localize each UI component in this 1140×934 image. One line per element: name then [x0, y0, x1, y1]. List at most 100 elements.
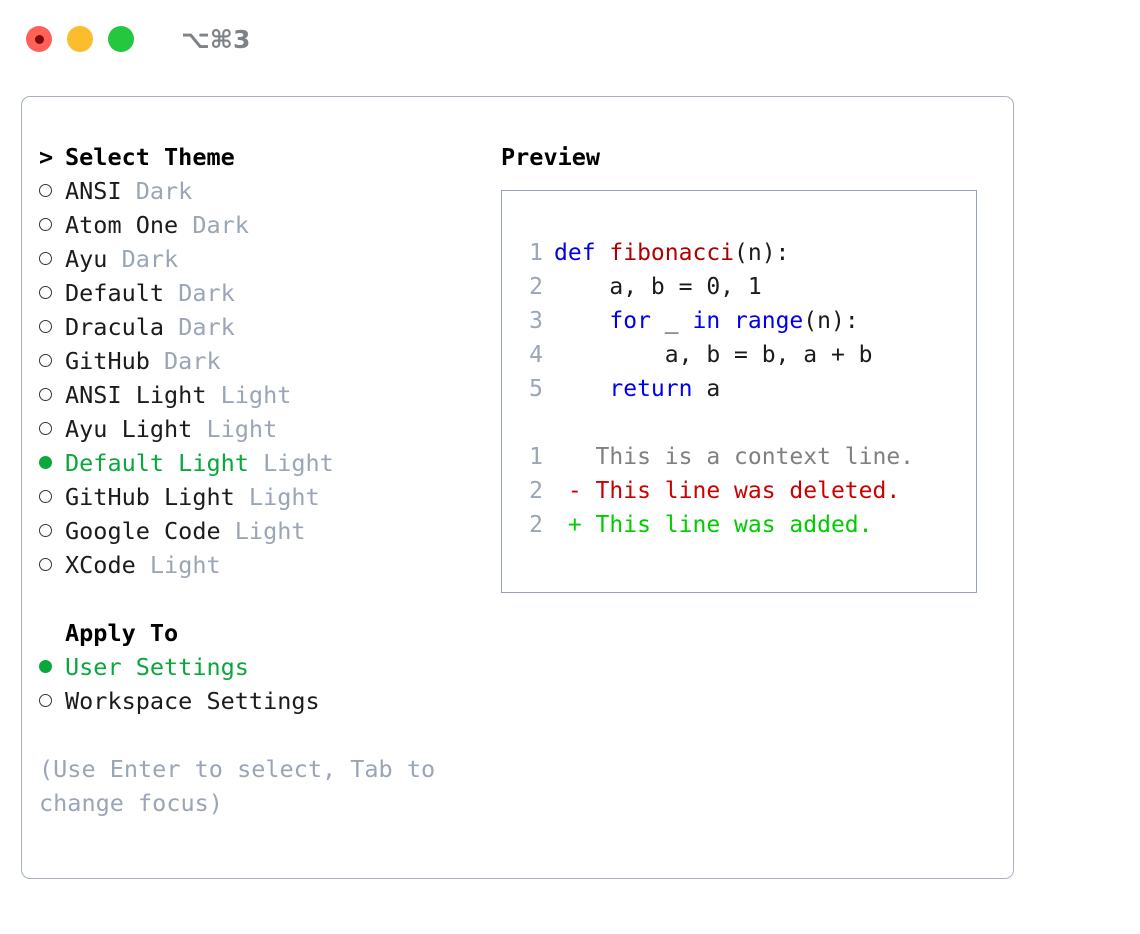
apply-to-header: Apply To [39, 616, 479, 650]
code-diff-gap [519, 406, 976, 440]
code-token-plain: _ [650, 308, 693, 334]
code-token-kw: def [554, 240, 610, 266]
radio-dot [39, 660, 52, 673]
radio-dot [39, 320, 52, 333]
theme-list-item[interactable]: ANSI Dark [39, 174, 479, 208]
radio-dot [39, 184, 52, 197]
code-token-plain [720, 308, 734, 334]
radio-dot [39, 218, 52, 231]
keyboard-shortcut-label: ⌥⌘3 [181, 24, 251, 54]
theme-list-item-label: ANSI Light [65, 381, 207, 409]
radio-unselected-icon [39, 514, 65, 548]
diff-sample: 1 This is a context line.2 - This line w… [519, 440, 976, 542]
code-token-plain: a [692, 376, 721, 402]
prompt-caret-icon: > [39, 143, 54, 171]
apply-to-item[interactable]: Workspace Settings [39, 684, 479, 718]
code-token-kw: in [692, 308, 721, 334]
theme-list-item-label: GitHub [65, 347, 150, 375]
radio-unselected-icon [39, 242, 65, 276]
line-number: 4 [529, 342, 543, 368]
code-token-ctx: This is a context line. [554, 444, 915, 470]
radio-unselected-icon [39, 548, 65, 582]
diff-line: 2 - This line was deleted. [519, 474, 976, 508]
theme-list-item[interactable]: Google Code Light [39, 514, 479, 548]
theme-list-item[interactable]: Ayu Dark [39, 242, 479, 276]
radio-selected-icon [39, 650, 65, 684]
radio-unselected-icon [39, 412, 65, 446]
radio-unselected-icon [39, 684, 65, 718]
theme-list-item-label: Default Light [65, 449, 249, 477]
theme-list-item-badge: Dark [121, 177, 193, 205]
line-number: 1 [529, 240, 543, 266]
radio-dot [39, 490, 52, 503]
theme-list-item-label: Ayu [65, 245, 108, 273]
close-button[interactable] [26, 26, 52, 52]
code-line: 4 a, b = b, a + b [519, 338, 976, 372]
theme-list-item-label: Atom One [65, 211, 179, 239]
radio-unselected-icon [39, 208, 65, 242]
theme-list-item[interactable]: ANSI Light Light [39, 378, 479, 412]
code-token-kw: range [734, 308, 804, 334]
theme-list-item-label: XCode [65, 551, 136, 579]
apply-to-item[interactable]: User Settings [39, 650, 479, 684]
keyboard-hint-text: (Use Enter to select, Tab to change focu… [39, 755, 436, 817]
theme-list-item-badge: Dark [164, 313, 235, 341]
theme-list-item[interactable]: Default Dark [39, 276, 479, 310]
line-number: 1 [529, 444, 543, 470]
list-spacer [39, 582, 479, 616]
radio-dot [39, 422, 52, 435]
theme-list-item-badge: Dark [178, 211, 249, 239]
code-token-plain: (n): [734, 240, 790, 266]
theme-list-item-badge: Light [135, 551, 221, 579]
maximize-button[interactable] [108, 26, 134, 52]
theme-list-item[interactable]: Ayu Light Light [39, 412, 479, 446]
theme-list-header: > Select Theme [39, 140, 479, 174]
diff-line: 1 This is a context line. [519, 440, 976, 474]
code-token-plain: a, b = b, a + b [554, 342, 873, 368]
radio-dot [39, 456, 52, 469]
apply-to-header-label: Apply To [65, 619, 179, 647]
minimize-button[interactable] [67, 26, 93, 52]
code-token-plain [554, 308, 609, 334]
window-title-bar: ⌥⌘3 [0, 0, 1140, 78]
radio-unselected-icon [39, 378, 65, 412]
radio-unselected-icon [39, 310, 65, 344]
theme-list-item-badge: Light [234, 483, 320, 511]
code-token-fn: fibonacci [609, 240, 735, 266]
theme-list-item-badge: Dark [164, 279, 235, 307]
radio-unselected-icon [39, 174, 65, 208]
line-number: 2 [529, 274, 543, 300]
radio-selected-icon [39, 446, 65, 480]
radio-unselected-icon [39, 276, 65, 310]
code-token-kw: return [609, 376, 693, 402]
radio-unselected-icon [39, 344, 65, 378]
theme-list-item[interactable]: Atom One Dark [39, 208, 479, 242]
theme-list-item-label: Ayu Light [65, 415, 193, 443]
theme-list-item-label: ANSI [65, 177, 122, 205]
theme-list-item-label: Dracula [65, 313, 165, 341]
theme-list-item[interactable]: GitHub Light Light [39, 480, 479, 514]
theme-list-item-badge: Dark [149, 347, 221, 375]
theme-list-item-label: Default [65, 279, 165, 307]
code-line: 3 for _ in range(n): [519, 304, 976, 338]
theme-list-item[interactable]: GitHub Dark [39, 344, 479, 378]
code-token-kw: for [609, 308, 651, 334]
apply-to-item-label: User Settings [65, 653, 249, 681]
hint-spacer [39, 718, 479, 752]
theme-list-item[interactable]: Dracula Dark [39, 310, 479, 344]
code-token-del: - This line was deleted. [554, 478, 901, 504]
theme-list-item-badge: Light [206, 381, 292, 409]
radio-dot [39, 558, 52, 571]
theme-list-header-label: Select Theme [65, 143, 235, 171]
theme-list-item[interactable]: Default Light Light [39, 446, 479, 480]
code-token-add: + This line was added. [554, 512, 873, 538]
theme-list-item[interactable]: XCode Light [39, 548, 479, 582]
theme-list-item-label: Google Code [65, 517, 221, 545]
theme-list-item-badge: Dark [107, 245, 179, 273]
